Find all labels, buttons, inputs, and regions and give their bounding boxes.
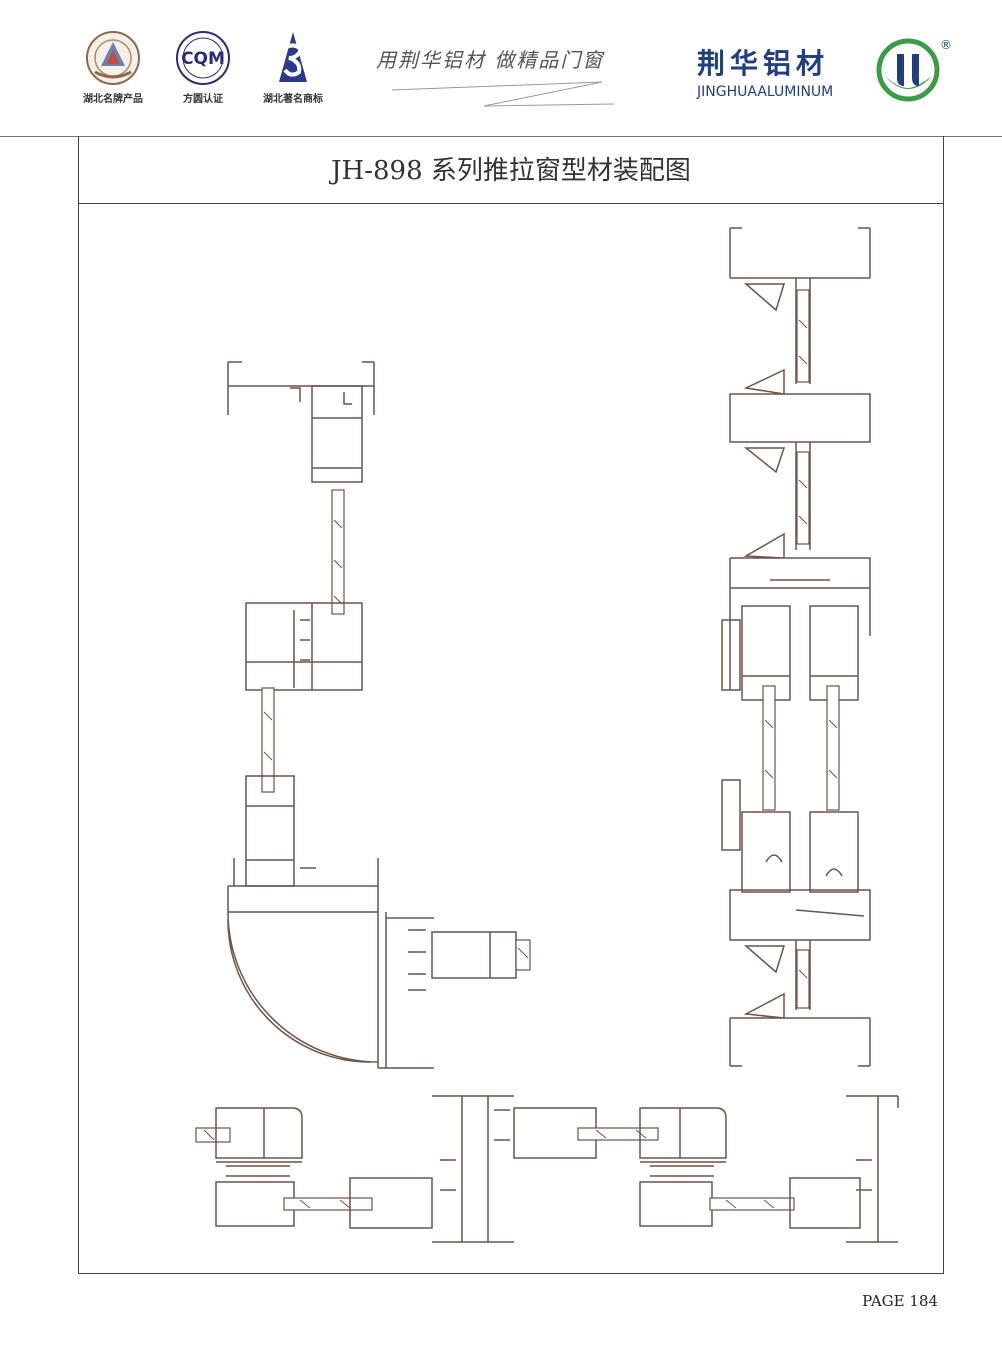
horizontal-section-bottom bbox=[195, 1095, 899, 1243]
header-divider bbox=[0, 136, 1002, 137]
page-number: PAGE 184 bbox=[862, 1292, 938, 1310]
badge-famous-trademark: 湖北著名商标 bbox=[248, 28, 338, 110]
drawing-title: JH-898 系列推拉窗型材装配图 bbox=[331, 156, 691, 186]
badge-cqm: CQM 方圆认证 bbox=[158, 28, 248, 110]
brand-logo-icon: ® bbox=[876, 38, 952, 102]
drawing-frame bbox=[78, 136, 944, 1274]
cqm-logo-text: CQM bbox=[181, 49, 225, 69]
slogan: 用荆华铝材 做精品门窗 bbox=[376, 48, 605, 72]
badge-caption: 方圆认证 bbox=[183, 94, 223, 105]
slogan-underline-icon bbox=[392, 81, 615, 107]
cqm-certification-icon: CQM bbox=[176, 31, 230, 85]
page-header: 湖北名牌产品 CQM 方圆认证 湖北著名商标 用荆华铝材 做精品门窗 荆华铝材 … bbox=[0, 0, 1002, 138]
vertical-section-right bbox=[721, 227, 871, 1067]
badge-caption: 湖北著名商标 bbox=[263, 94, 323, 105]
badge-famous-product: 湖北名牌产品 bbox=[68, 28, 158, 110]
famous-product-emblem-icon bbox=[86, 31, 140, 85]
brand-name-cn: 荆华铝材 bbox=[697, 47, 830, 80]
brand-name-en: JINGHUAALUMINUM bbox=[697, 84, 834, 100]
trademark-mark-icon bbox=[279, 32, 307, 82]
vertical-section-left bbox=[227, 361, 531, 1069]
brand-block: 荆华铝材 JINGHUAALUMINUM bbox=[697, 42, 833, 100]
badge-caption: 湖北名牌产品 bbox=[83, 94, 143, 105]
registered-mark: ® bbox=[940, 38, 952, 52]
title-divider bbox=[78, 203, 944, 204]
